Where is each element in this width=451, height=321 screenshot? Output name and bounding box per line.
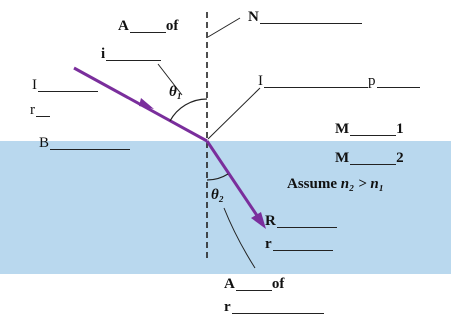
label-theta2: θ₂	[211, 187, 225, 203]
leader-angle-incidence	[157, 63, 183, 96]
label-refracted-ray-line2: r	[265, 236, 333, 253]
label-angle-of-incidence-line2: i	[101, 46, 162, 63]
leader-normal	[207, 17, 241, 38]
label-normal: N	[248, 9, 362, 26]
label-incident-ray-line2: r	[30, 102, 50, 119]
theta1-arc	[169, 98, 208, 122]
theta2-arc	[206, 173, 229, 181]
refracted-ray-arrowhead	[251, 212, 266, 229]
incident-ray-arrow	[139, 98, 154, 109]
medium-2-region	[0, 141, 451, 274]
label-boundary: B	[39, 135, 131, 152]
label-angle-of-refraction-line2: r	[224, 299, 324, 316]
leader-angle-refraction	[223, 207, 256, 269]
label-theta1: θ₁	[169, 84, 183, 100]
label-refracted-ray-line1: R	[265, 213, 337, 230]
label-incident-ray-line1: I	[32, 77, 98, 94]
refracted-ray	[205, 140, 262, 221]
label-assume: Assume n₂ > n₁	[287, 176, 384, 192]
leader-interface-point	[207, 87, 261, 140]
